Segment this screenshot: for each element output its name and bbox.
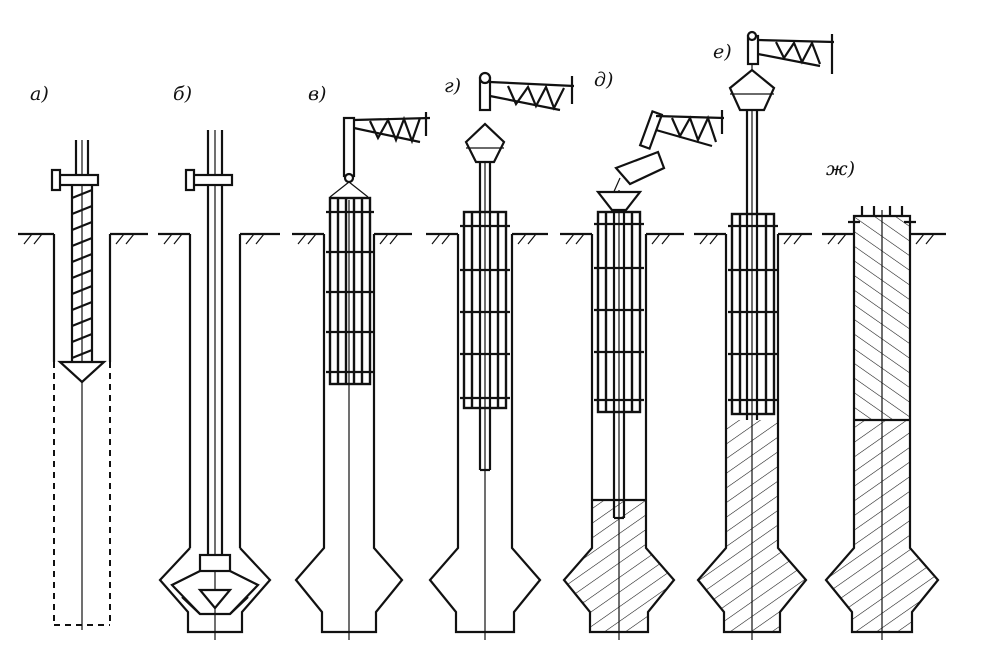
stage-a-drilling [50, 140, 112, 630]
hopper-g [464, 122, 506, 164]
hopper-d [595, 190, 643, 212]
ground-surface [18, 232, 946, 245]
stage-label-b: б) [173, 83, 192, 105]
widener-head [198, 553, 232, 573]
reinforcement-cage-d [594, 210, 644, 414]
stage-b-widening [158, 130, 272, 640]
rebar-outlets [848, 206, 916, 224]
stage-label-v: в) [308, 83, 326, 105]
stage-label-zh: ж) [826, 158, 855, 180]
reinforcement-cage-g [460, 210, 510, 410]
stage-d-concreting [562, 109, 725, 640]
stage-e-concreting [696, 30, 835, 640]
stage-zh-finished-pile [824, 206, 940, 640]
stage-v-cage [294, 112, 431, 640]
auger-flights [71, 188, 93, 360]
crane-e [746, 30, 835, 74]
crane-g [478, 71, 575, 112]
stage-label-a: а) [30, 83, 49, 105]
concrete-bucket [614, 150, 666, 186]
reinforcement-cage-e [728, 212, 778, 416]
stage-label-d: д) [594, 69, 613, 91]
auger-bit-icon [57, 360, 107, 384]
stage-label-g: г) [444, 75, 461, 97]
stage-label-e: е) [713, 41, 732, 63]
crane-v [329, 112, 431, 198]
hopper-e [728, 68, 776, 112]
stage-g-pipe [428, 71, 575, 640]
auger-clamp [56, 173, 100, 187]
crane-d [611, 109, 725, 197]
reinforcement-cage-v [326, 196, 374, 386]
